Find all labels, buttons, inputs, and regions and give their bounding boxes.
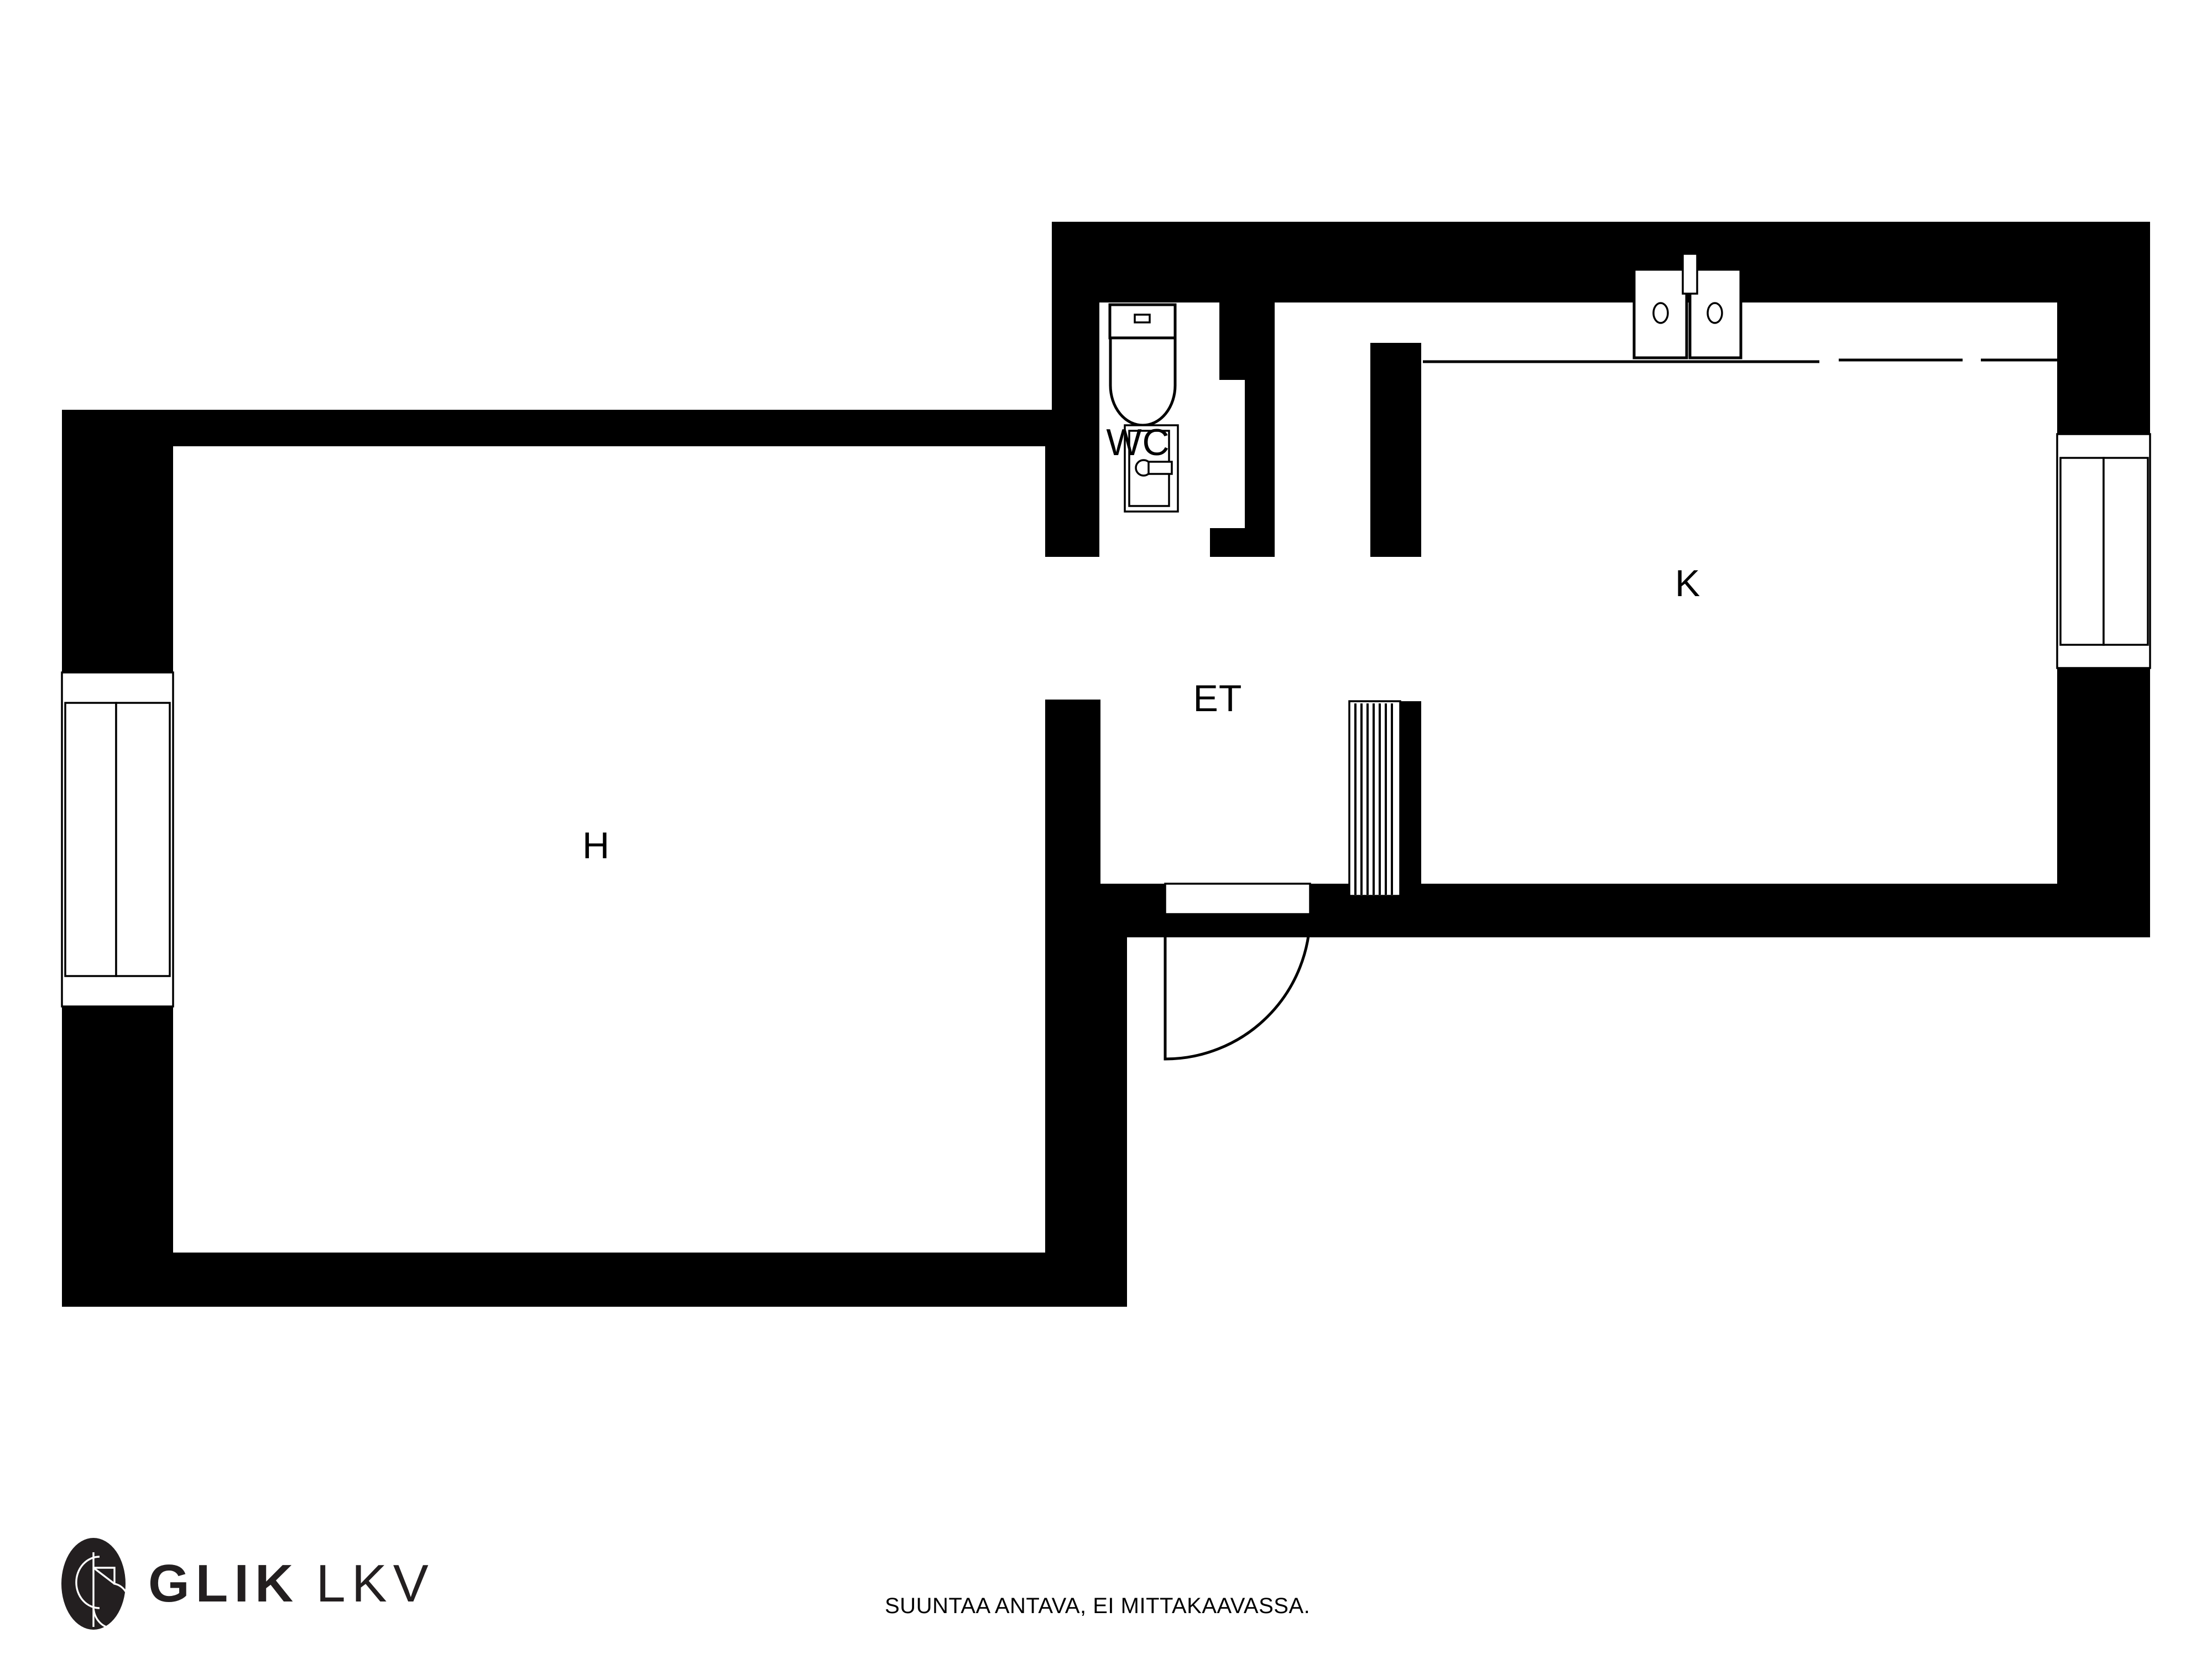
room-fill-closet bbox=[1275, 343, 1370, 528]
kitchen-fixtures bbox=[1423, 253, 2057, 363]
kitchen-sink-drain-left bbox=[1652, 302, 1669, 324]
room-fill-et bbox=[1100, 557, 1370, 884]
room-fill-k bbox=[1421, 302, 2057, 884]
brand-secondary-text: LKV bbox=[316, 1554, 435, 1613]
wall-h-left-upper bbox=[62, 410, 173, 672]
window-right-pane-1 bbox=[2059, 457, 2105, 646]
wall-wc-bottom-mid bbox=[1210, 528, 1275, 557]
entry-door-leaf bbox=[1164, 883, 1311, 915]
wall-et-right-upper bbox=[1370, 528, 1421, 557]
wall-h-bottom bbox=[62, 1253, 1127, 1307]
window-right-pane-2 bbox=[2103, 457, 2149, 646]
brand-wordmark: GLIK LKV bbox=[148, 1557, 435, 1610]
wall-k-right-lower bbox=[2057, 668, 2150, 937]
room-label-k: K bbox=[1675, 562, 1700, 604]
room-label-h: H bbox=[582, 825, 610, 867]
wc-fixtures bbox=[1108, 303, 1179, 513]
footer-bar: GLIK LKV SUUNTAA ANTAVA, EI MITTAKAAVASS… bbox=[0, 1526, 2212, 1659]
toilet-flush-button bbox=[1134, 314, 1151, 324]
opening-wc-to-et bbox=[1099, 528, 1210, 557]
kitchen-sink-basin-right bbox=[1688, 268, 1743, 359]
room-label-wc: WC bbox=[1106, 421, 1170, 463]
wall-et-left bbox=[1045, 700, 1100, 896]
kitchen-sink-drain-right bbox=[1707, 302, 1723, 324]
louvred-panel-slats bbox=[1354, 703, 1393, 895]
window-left-pane-1 bbox=[64, 702, 117, 977]
entry-door-swing-arc bbox=[1164, 914, 1312, 1061]
window-left-wall bbox=[61, 671, 174, 1008]
opening-et-to-k bbox=[1370, 557, 1421, 701]
brand-primary-text: GLIK bbox=[148, 1554, 300, 1613]
toilet-bowl bbox=[1109, 336, 1177, 427]
kitchen-sink-faucet bbox=[1682, 253, 1698, 295]
opening-closet-to-et bbox=[1275, 528, 1370, 557]
wall-top-main bbox=[1052, 222, 2150, 302]
wall-wc-bottom bbox=[1052, 528, 1099, 557]
washbasin-tap bbox=[1147, 461, 1173, 475]
brand-block: GLIK LKV bbox=[61, 1537, 435, 1630]
room-fill-group bbox=[173, 302, 2057, 1253]
opening-h-to-et bbox=[1045, 557, 1100, 700]
disclaimer-note: SUUNTAA ANTAVA, EI MITTAKAAVASSA. bbox=[885, 1594, 1311, 1618]
window-right-wall bbox=[2056, 433, 2151, 669]
wall-h-top bbox=[62, 410, 1127, 446]
room-fill-h bbox=[173, 446, 1045, 1253]
wall-wc-partition bbox=[1245, 302, 1275, 530]
room-label-et: ET bbox=[1193, 677, 1243, 719]
et-elements bbox=[1164, 700, 1401, 1061]
wall-closet-right bbox=[1370, 343, 1421, 528]
wall-wc-left bbox=[1052, 222, 1099, 531]
glik-monogram-icon bbox=[61, 1538, 126, 1630]
window-left-pane-2 bbox=[115, 702, 171, 977]
